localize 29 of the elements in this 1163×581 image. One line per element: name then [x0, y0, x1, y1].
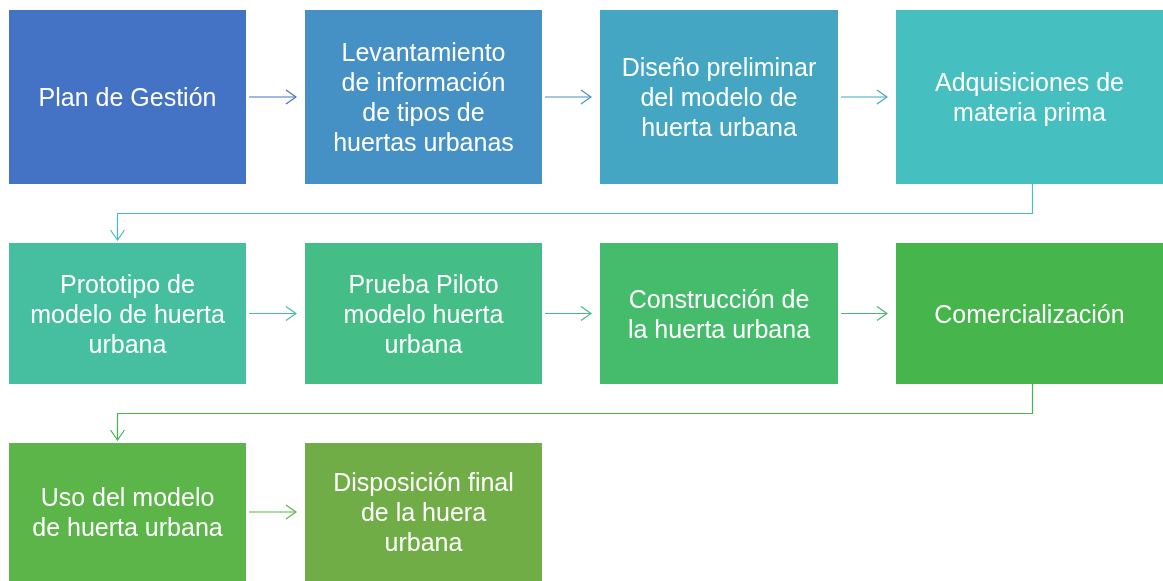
process-box — [896, 243, 1163, 384]
process-box — [305, 443, 542, 581]
arrow — [248, 305, 297, 322]
arrow — [840, 305, 888, 322]
step-label: Prueba Piloto modelo huerta urbana — [342, 268, 505, 359]
process-box — [600, 243, 838, 384]
step-label: Plan de Gestión — [38, 82, 217, 112]
arrow — [109, 183, 1034, 241]
arrow — [544, 89, 592, 105]
arrow — [109, 383, 1034, 441]
arrow — [544, 305, 592, 322]
step-label: Comercialización — [934, 298, 1125, 329]
process-box — [305, 243, 542, 384]
step-label: Disposición final de la huera urbana — [332, 467, 515, 557]
arrow — [248, 89, 297, 105]
process-box — [600, 10, 838, 184]
arrow — [248, 504, 297, 520]
step-label: Construcción de la huerta urbana — [626, 283, 812, 344]
step-label: Diseño preliminar del modelo de huerta urbana — [620, 52, 818, 142]
step-label: Uso del modelo de huerta urbana — [31, 482, 224, 542]
process-box — [305, 10, 542, 184]
step-label: Levantamiento de información de tipos de huertas urbanas — [332, 37, 515, 157]
process-box — [9, 10, 246, 184]
step-label: Adquisiciones de materia prima — [934, 67, 1125, 127]
process-box — [896, 10, 1163, 184]
process-box — [9, 443, 246, 581]
step-label: Prototipo de modelo de huerta urbana — [29, 268, 226, 359]
process-box — [9, 243, 246, 384]
arrow — [840, 89, 888, 105]
